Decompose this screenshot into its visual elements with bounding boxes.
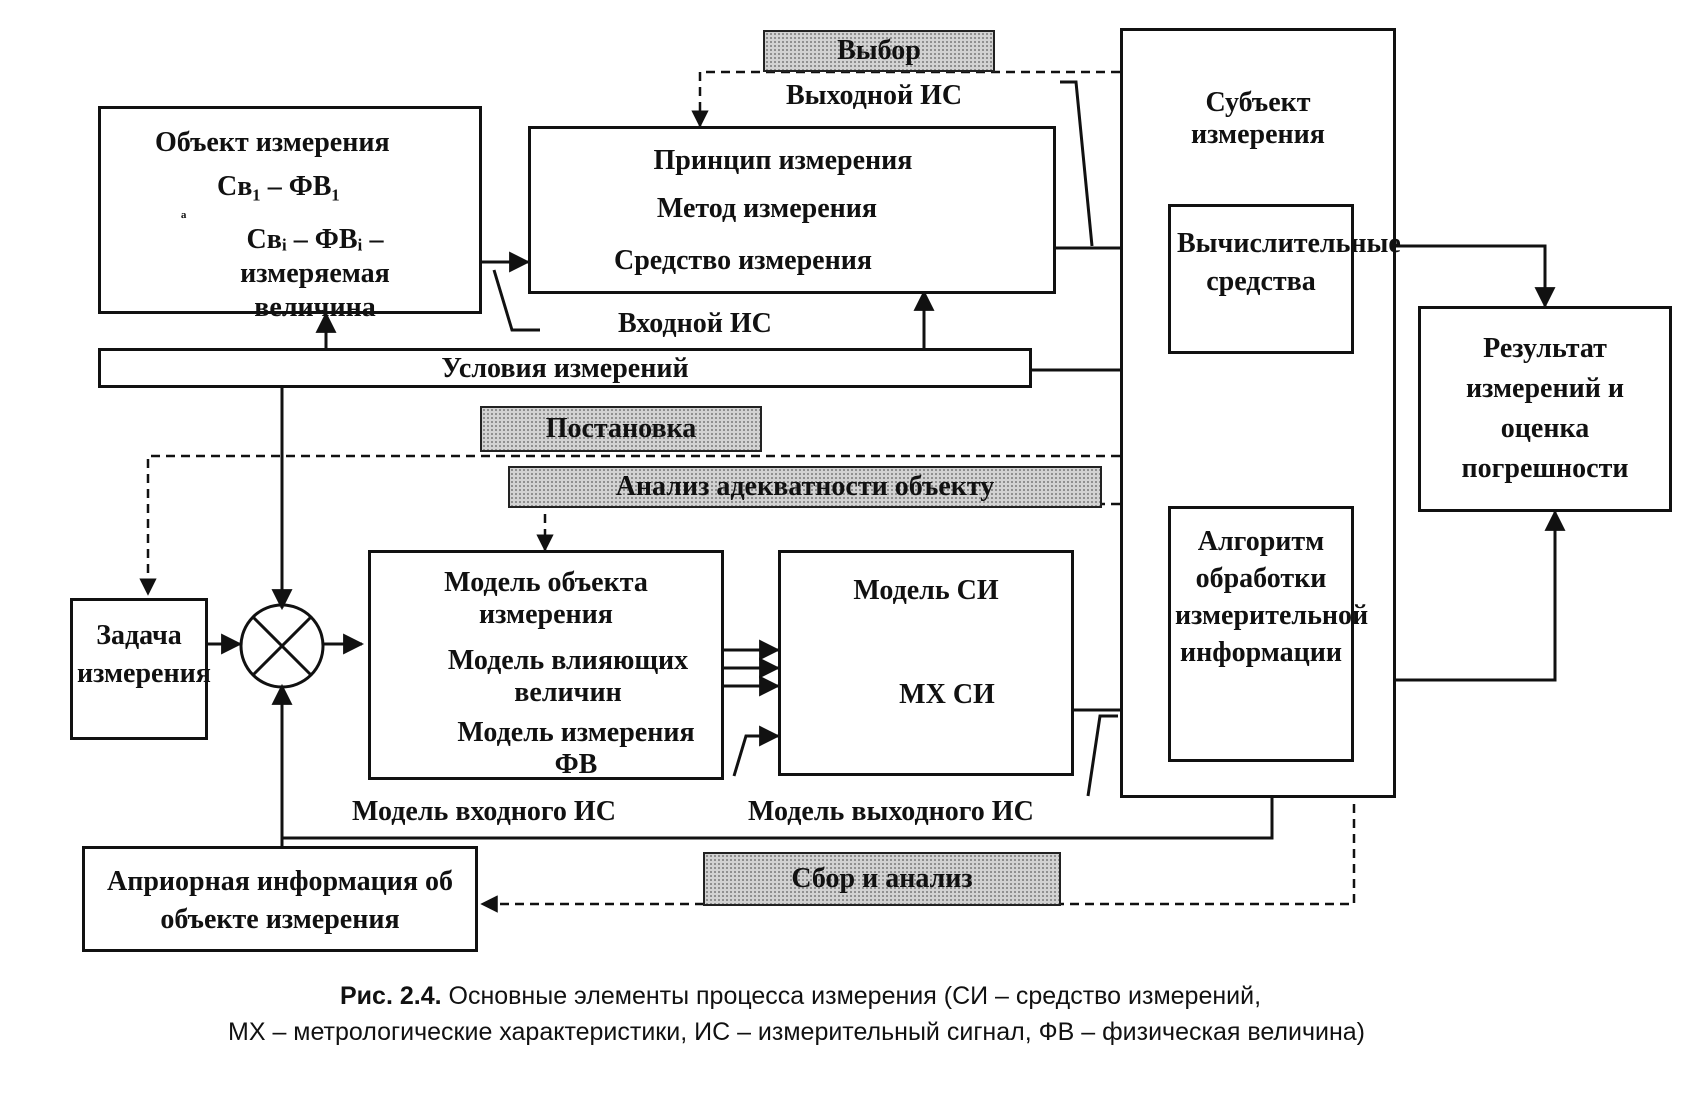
input-model-label: Модель входного ИС (352, 796, 616, 827)
method-label: Метод измерения (656, 193, 878, 224)
task-label: Задача измерения (77, 620, 211, 689)
comparator-cross-2 (251, 615, 313, 677)
si-model-box: Модель СИ МХ СИ (778, 550, 1074, 776)
conditions-box: Условия измерений (98, 348, 1032, 388)
apriori-box: Априорная информация об объекте измерени… (82, 846, 478, 952)
choice-feedback-arrow (691, 70, 1120, 128)
adequacy-feedback-arrow (536, 502, 1120, 552)
choice-label: Выбор (837, 35, 921, 66)
object-label: Объект измерения (155, 127, 390, 158)
property-i-label: Свᵢ – ФВᵢ – измеряемая величина (240, 224, 390, 323)
computing-label: Вычислительные средства (1177, 228, 1401, 297)
setting-label-box: Постановка (480, 406, 762, 452)
ellipsis-mark: ª (181, 209, 187, 229)
principle-box: Принцип измерения Метод измерения Средст… (528, 126, 1056, 294)
comparator-circle (239, 603, 325, 689)
subject-label: Субъект измерения (1191, 87, 1325, 150)
caption-text-2: МХ – метрологические характеристики, ИС … (228, 1018, 1366, 1046)
output-is-label: Выходной ИС (786, 80, 963, 111)
collect-label: Сбор и анализ (791, 863, 973, 894)
principle-label: Принцип измерения (653, 145, 913, 176)
algorithm-to-result-arrow (1352, 509, 1566, 682)
caption-text-1: Основные элементы процесса измерения (СИ… (448, 982, 1262, 1010)
output-model-label: Модель выходного ИС (748, 796, 1034, 827)
figure-caption-line-1: Рис. 2.4. Основные элементы процесса изм… (340, 978, 1261, 1014)
apriori-label: Априорная информация об объекте измерени… (107, 866, 453, 935)
property-1-label: Св₁ – ФВ₁ (217, 171, 340, 202)
object-model-box: Модель объекта измерения Модель влияющих… (368, 550, 724, 780)
choice-label-box: Выбор (763, 30, 995, 72)
object-model-label: Модель объекта измерения (444, 567, 648, 630)
result-box: Результат измерений и оценка погрешности (1418, 306, 1672, 512)
figure-number: Рис. 2.4. (340, 982, 442, 1010)
figure-caption-line-2: МХ – метрологические характеристики, ИС … (228, 1014, 1365, 1050)
algorithm-label: Алгоритм обработки измерительной информа… (1175, 526, 1369, 668)
adequacy-label-box: Анализ адекватности объекту (508, 466, 1102, 508)
computing-to-result-arrow (1352, 244, 1556, 309)
input-is-leader (492, 269, 540, 332)
computing-box: Вычислительные средства (1168, 204, 1401, 354)
si-model-label: Модель СИ (853, 575, 999, 606)
input-is-label: Входной ИС (618, 308, 772, 339)
output-model-leader (1086, 714, 1118, 797)
input-model-leader (732, 725, 781, 777)
algorithm-box: Алгоритм обработки измерительной информа… (1168, 506, 1369, 762)
task-box: Задача измерения (70, 598, 211, 740)
output-is-leader (1060, 80, 1094, 247)
setting-label: Постановка (545, 413, 697, 444)
conditions-label: Условия измерений (441, 353, 689, 384)
object-box: Объект измерения Св₁ – ФВ₁ ª Свᵢ – ФВᵢ –… (98, 106, 482, 323)
adequacy-label: Анализ адекватности объекту (615, 471, 995, 502)
result-label: Результат измерений и оценка погрешности (1461, 333, 1629, 484)
setting-feedback-arrow (139, 454, 1120, 596)
collect-label-box: Сбор и анализ (703, 852, 1061, 906)
instrument-label: Средство измерения (613, 245, 873, 276)
mx-si-label: МХ СИ (899, 679, 995, 710)
measurement-model-label: Модель измерения ФВ (457, 717, 695, 780)
influence-model-label: Модель влияющих величин (447, 645, 689, 708)
